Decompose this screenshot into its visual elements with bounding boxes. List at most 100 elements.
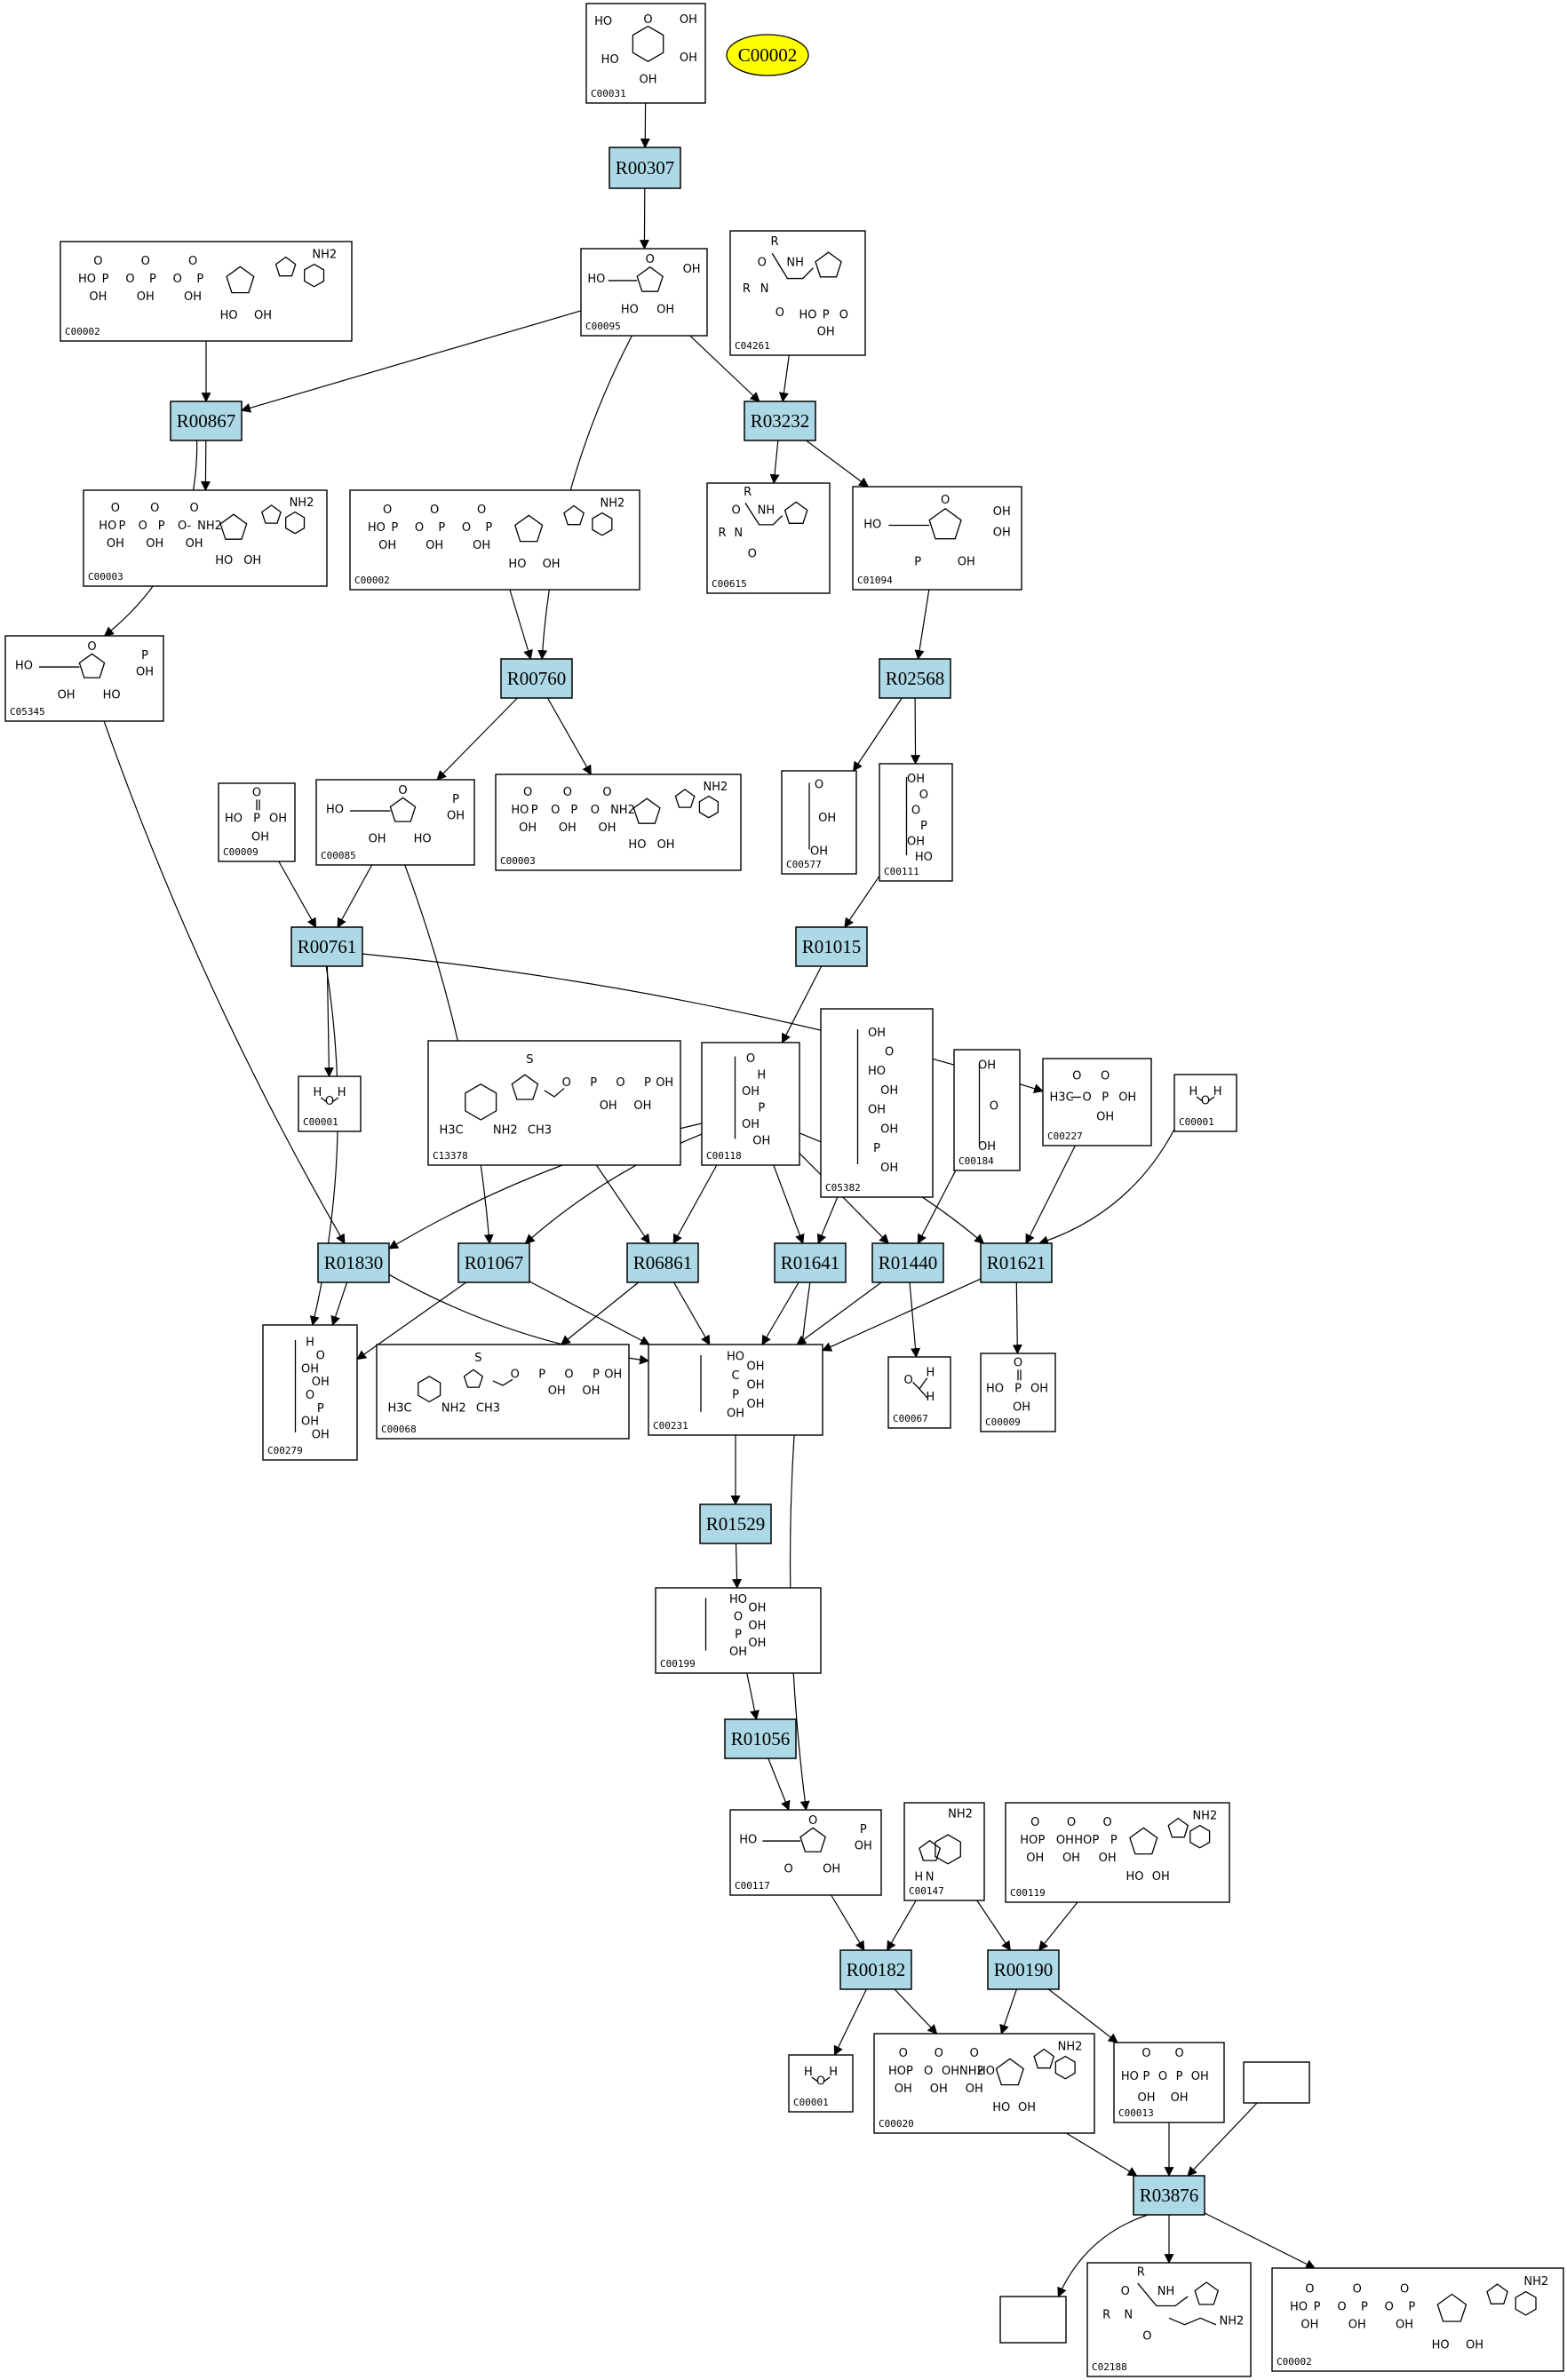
reaction-r01529[interactable]: R01529 xyxy=(699,1503,772,1544)
svg-text:OH: OH xyxy=(633,1099,651,1113)
reaction-r06861[interactable]: R06861 xyxy=(626,1242,699,1283)
svg-text:H3C: H3C xyxy=(388,1401,412,1415)
svg-text:P: P xyxy=(1102,1091,1109,1105)
compound-id-label: C00001 xyxy=(793,2097,829,2108)
reaction-r00307[interactable]: R00307 xyxy=(609,147,681,189)
svg-text:OH: OH xyxy=(107,537,124,551)
svg-text:O: O xyxy=(1072,1070,1081,1083)
edge-c00117-R00182 xyxy=(831,1894,865,1951)
reaction-r00190[interactable]: R00190 xyxy=(987,1949,1060,1990)
reaction-r00760[interactable]: R00760 xyxy=(500,658,573,699)
reaction-r03232[interactable]: R03232 xyxy=(744,401,816,441)
reaction-id-label: R00307 xyxy=(616,157,675,178)
reaction-id-label: R03876 xyxy=(1140,2185,1199,2206)
reaction-box xyxy=(290,926,363,967)
reaction-r00761[interactable]: R00761 xyxy=(290,926,363,967)
edge-R06861-c00231 xyxy=(673,1281,711,1345)
reaction-r01830[interactable]: R01830 xyxy=(317,1242,390,1283)
svg-text:O: O xyxy=(563,786,572,799)
svg-text:OH: OH xyxy=(930,2082,948,2096)
svg-text:NH2: NH2 xyxy=(610,804,635,817)
svg-text:R: R xyxy=(1137,2266,1145,2280)
reaction-r01641[interactable]: R01641 xyxy=(774,1242,847,1283)
reaction-r00182[interactable]: R00182 xyxy=(839,1949,912,1990)
reaction-box xyxy=(980,1242,1053,1283)
reaction-r01440[interactable]: R01440 xyxy=(871,1242,944,1283)
map-link-c00002[interactable]: C00002 xyxy=(726,34,809,76)
reaction-r01056[interactable]: R01056 xyxy=(724,1718,797,1759)
reaction-r01015[interactable]: R01015 xyxy=(795,926,868,967)
reaction-r02568[interactable]: R02568 xyxy=(879,658,951,699)
reaction-r01067[interactable]: R01067 xyxy=(457,1242,530,1283)
svg-text:HO: HO xyxy=(1074,1834,1092,1847)
edge-R02568-c00111 xyxy=(911,697,921,766)
compound-empty[interactable] xyxy=(1243,2061,1310,2104)
edge-c04261-R03232 xyxy=(779,354,790,403)
reaction-id-label: R06861 xyxy=(633,1252,693,1273)
edge-R01067-c00231 xyxy=(529,1281,650,1345)
compound-box xyxy=(1113,2042,1225,2123)
compound-id-label: C00117 xyxy=(735,1880,770,1892)
svg-text:H: H xyxy=(804,2066,813,2079)
compound-id-label: C00002 xyxy=(65,326,100,337)
edge-c00001b-R01621 xyxy=(1038,1129,1175,1246)
compound-box xyxy=(655,1587,822,1674)
reaction-r00867[interactable]: R00867 xyxy=(170,401,243,441)
reaction-r01621[interactable]: R01621 xyxy=(980,1242,1053,1283)
svg-text:OH: OH xyxy=(369,833,386,846)
svg-text:HO: HO xyxy=(986,1382,1004,1395)
svg-text:OH: OH xyxy=(817,325,835,338)
svg-text:HO: HO xyxy=(220,309,238,322)
reaction-r03876[interactable]: R03876 xyxy=(1133,2175,1205,2216)
svg-text:OH: OH xyxy=(907,773,925,786)
svg-text:P: P xyxy=(1143,2070,1150,2083)
svg-text:OH: OH xyxy=(473,539,490,552)
svg-text:OH: OH xyxy=(426,539,443,552)
svg-text:HO: HO xyxy=(99,520,116,533)
svg-text:OH: OH xyxy=(1030,1382,1048,1395)
svg-text:P: P xyxy=(118,520,125,533)
compound-box xyxy=(315,779,475,866)
edge-R01830-c00279 xyxy=(330,1281,348,1327)
compound-box xyxy=(781,770,857,875)
compound-box xyxy=(349,489,640,591)
compound-empty[interactable] xyxy=(999,2296,1067,2344)
